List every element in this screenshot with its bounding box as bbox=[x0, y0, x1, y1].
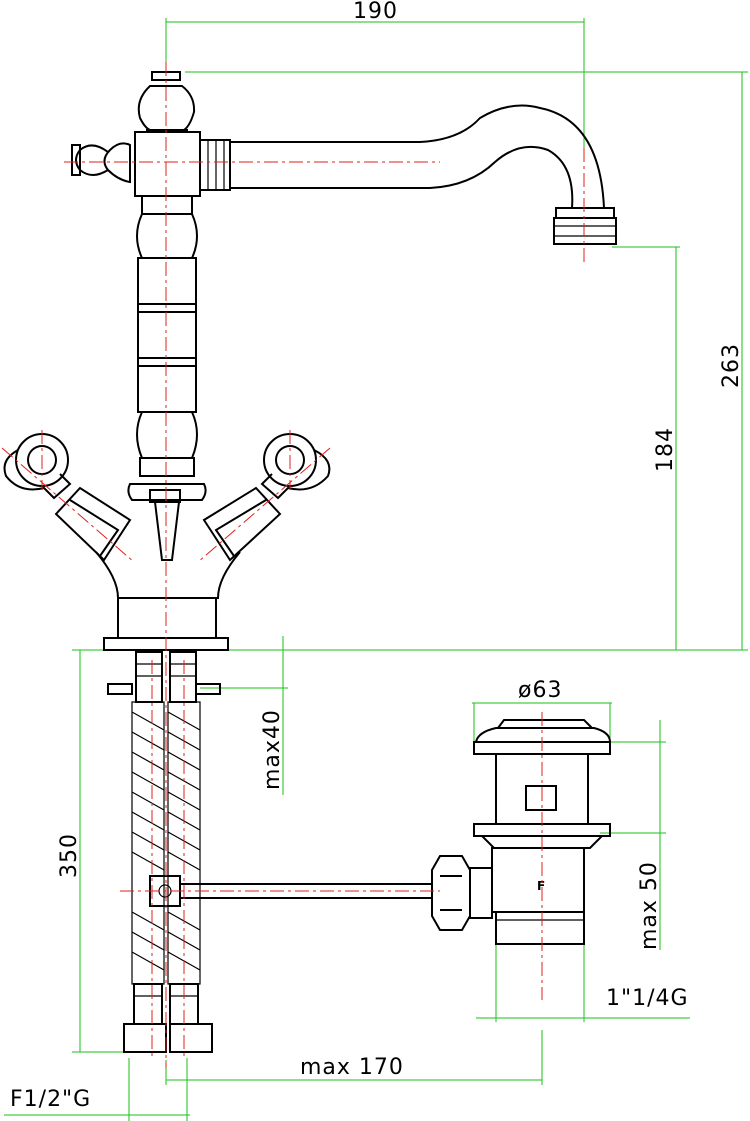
dimension-lines bbox=[4, 18, 748, 1121]
dimension-labels: 190 263 184 max40 ø63 350 max 50 1"1/4G … bbox=[10, 0, 744, 1112]
dim-label-max50: max 50 bbox=[637, 861, 662, 950]
pop-up-rod bbox=[149, 855, 493, 931]
dim-label-263: 263 bbox=[719, 343, 744, 388]
center-lines bbox=[1, 62, 585, 1068]
dim-label-190: 190 bbox=[353, 0, 398, 24]
dim-label-waste-thread: 1"1/4G bbox=[606, 986, 689, 1011]
dim-label-max40: max40 bbox=[260, 709, 285, 790]
dim-label-diameter-63: ø63 bbox=[518, 678, 562, 703]
dim-label-inlet-thread: F1/2"G bbox=[10, 1087, 91, 1112]
dim-label-350: 350 bbox=[57, 833, 82, 878]
faucet-body bbox=[3, 71, 617, 651]
waste-mark-f: F bbox=[537, 879, 545, 893]
dim-label-max170: max 170 bbox=[300, 1055, 404, 1080]
dim-label-184: 184 bbox=[653, 427, 678, 472]
flexible-hoses bbox=[107, 651, 221, 1053]
